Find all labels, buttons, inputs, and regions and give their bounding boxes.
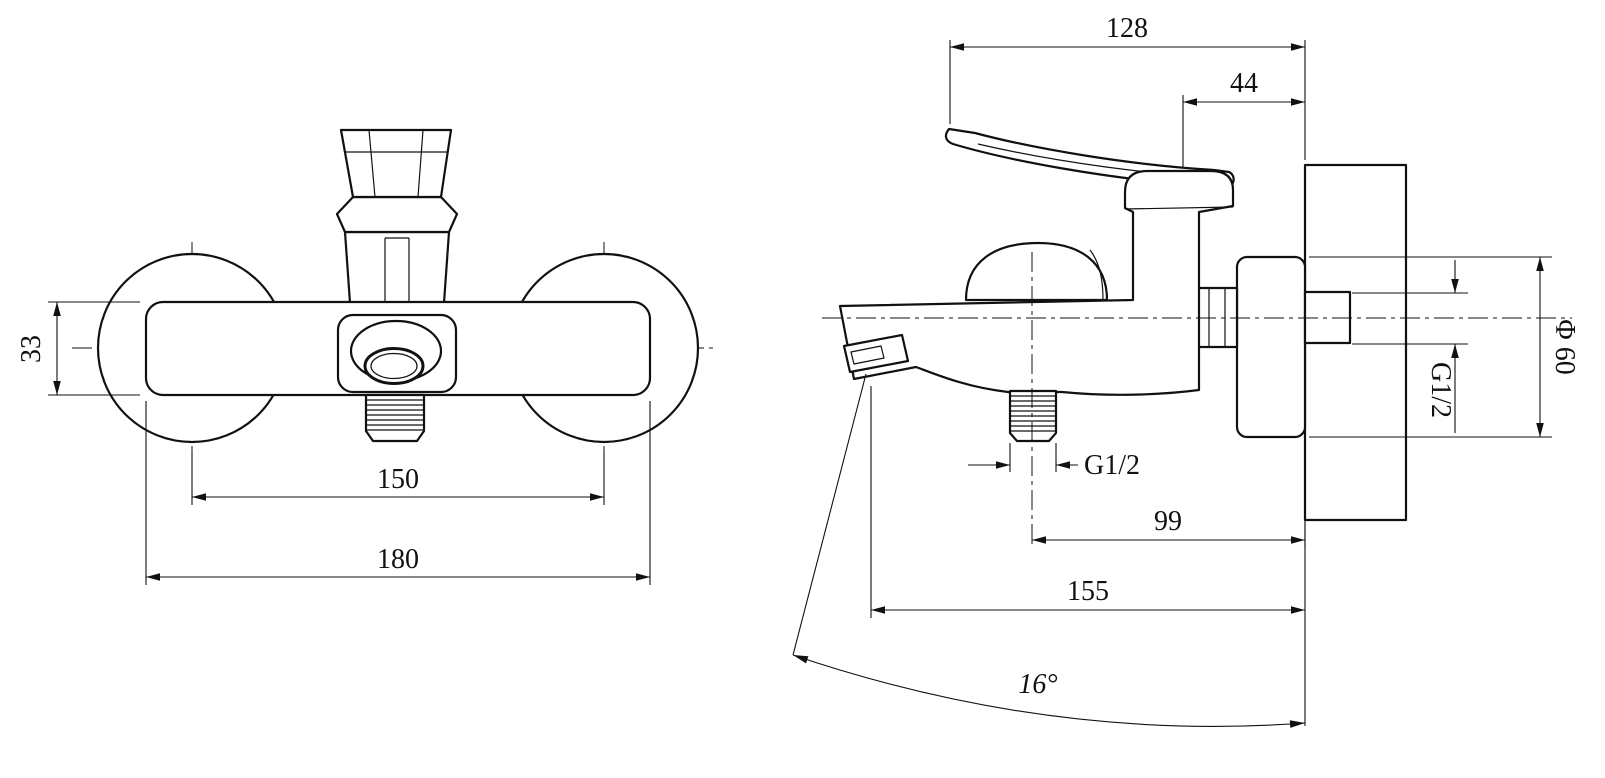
dim-center-distance: 150 <box>191 452 605 505</box>
dim-handle-depth: 44 <box>1182 68 1305 168</box>
handle-front <box>335 128 459 305</box>
dim-center-distance-label: 150 <box>377 464 419 495</box>
cartridge-dome <box>964 241 1109 302</box>
spout-aerator-front <box>336 313 458 394</box>
shower-outlet-front <box>364 393 426 443</box>
dim-flange-diameter: Φ 60 <box>1309 256 1580 438</box>
dim-spout-reach: 155 <box>870 386 1305 618</box>
dim-spout-angle-label: 16° <box>1018 669 1057 700</box>
dim-outlet-thread: G1/2 <box>968 443 1140 481</box>
spout-aerator-side <box>842 333 910 374</box>
centerlines-side <box>822 252 1572 548</box>
dim-wall-thread: G1/2 <box>1352 260 1468 433</box>
dim-handle-depth-label: 44 <box>1230 68 1258 99</box>
dim-body-height: 33 <box>16 301 140 396</box>
dim-spout-angle: 16° <box>792 373 1306 728</box>
shower-outlet-side <box>1008 389 1058 443</box>
dim-outlet-offset: 99 <box>1032 506 1306 548</box>
dim-wall-thread-label: G1/2 <box>1425 362 1456 418</box>
dim-overall-depth: 128 <box>949 13 1306 160</box>
dim-overall-depth-label: 128 <box>1106 13 1148 44</box>
faucet-body-side <box>838 169 1235 396</box>
dim-outlet-offset-label: 99 <box>1154 506 1182 537</box>
dim-flange-diameter-label: Φ 60 <box>1549 319 1580 374</box>
dim-spout-reach-label: 155 <box>1067 576 1109 607</box>
front-view: 33 150 180 <box>16 128 716 585</box>
side-view: 128 44 Φ 60 G1/2 G1/ <box>792 13 1580 728</box>
aerator-face <box>363 347 425 385</box>
dim-overall-width: 180 <box>145 401 651 585</box>
dim-outlet-thread-label: G1/2 <box>1084 450 1140 481</box>
dim-body-height-label: 33 <box>16 335 47 363</box>
mounting-flange <box>1235 255 1307 439</box>
dim-overall-width-label: 180 <box>377 544 419 575</box>
